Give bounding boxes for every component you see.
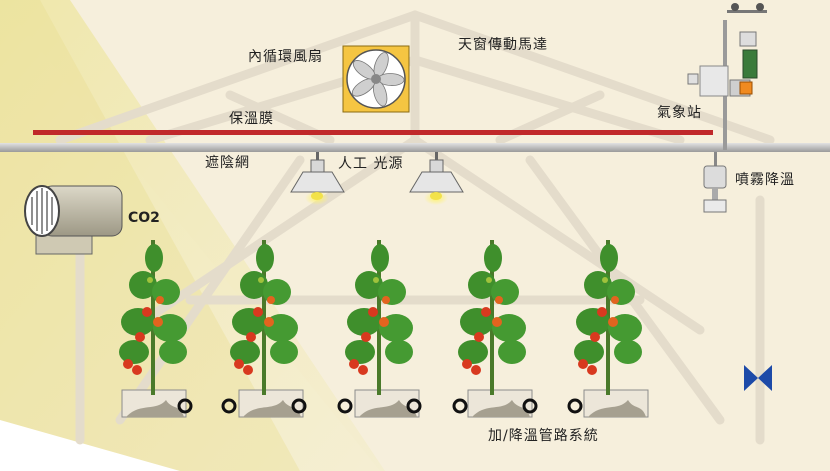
fan-icon	[342, 45, 410, 113]
artificial-light-label: 人工 光源	[338, 156, 404, 172]
weather-station-icon	[687, 3, 767, 150]
shade-rail	[0, 143, 830, 152]
co2-generator-icon	[24, 185, 123, 255]
mist-cooling-label: 噴霧降溫	[735, 172, 795, 188]
insulation-film-label: 保溫膜	[229, 111, 274, 127]
weather-station-label: 氣象站	[657, 105, 702, 121]
valve-icon	[744, 365, 772, 391]
circulation-fan-label: 內循環風扇	[248, 49, 323, 65]
tomato-plant	[458, 240, 533, 418]
tomato-plant	[230, 240, 304, 418]
skylight-motor-label: 天窗傳動馬達	[458, 37, 548, 53]
lamp-icon	[290, 152, 345, 205]
mist-nozzle-icon	[703, 152, 727, 213]
insulation-film-line	[33, 130, 713, 135]
shade-net-label: 遮陰網	[205, 155, 250, 171]
tomato-plant	[119, 240, 187, 418]
pipe-ring-icon	[177, 398, 583, 414]
tomato-plant	[574, 240, 649, 418]
lamp-icon	[409, 152, 464, 205]
co2-label: CO2	[128, 210, 160, 226]
tomato-plant	[345, 240, 420, 418]
heating-cooling-pipes-label: 加/降溫管路系統	[488, 428, 599, 444]
